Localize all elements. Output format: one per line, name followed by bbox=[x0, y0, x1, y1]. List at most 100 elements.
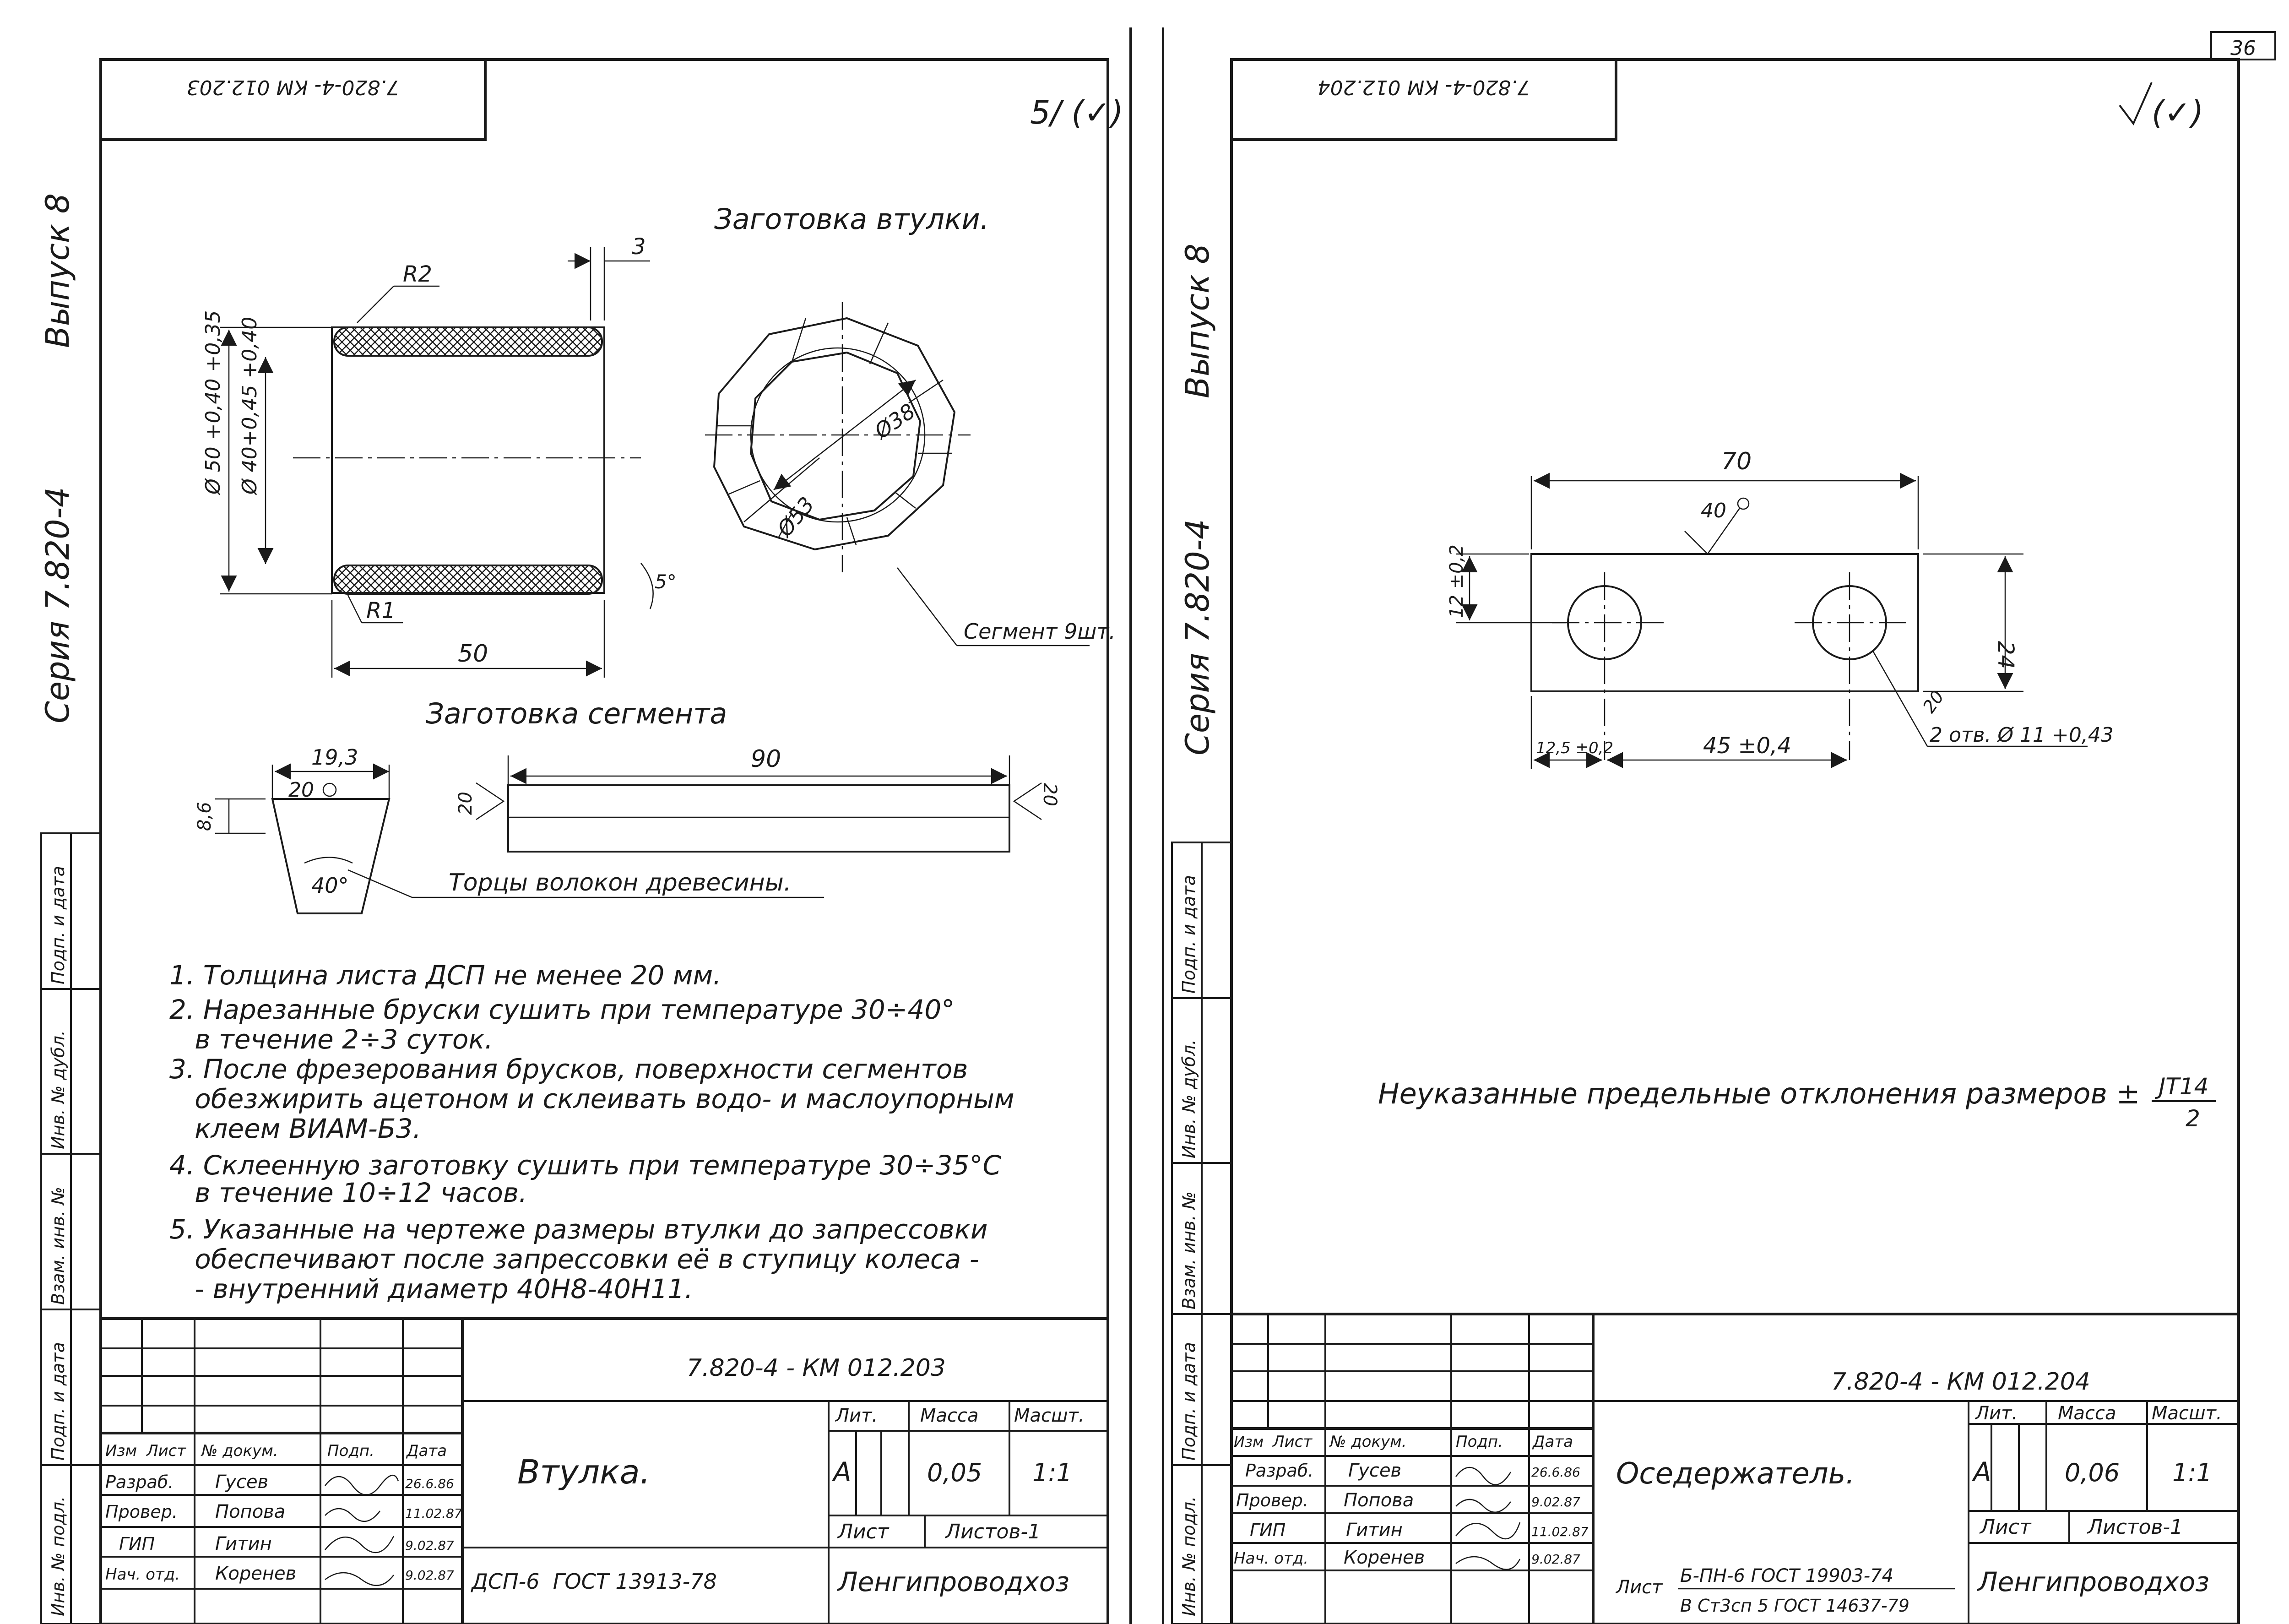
left-roughness: 5/ (✓) bbox=[1030, 94, 1123, 131]
right-side-label-4: Подп. и дата bbox=[1179, 1342, 1199, 1461]
segment-ring bbox=[705, 302, 971, 572]
tb-header: Подп. bbox=[1456, 1433, 1503, 1451]
right-side-label-2: Инв. № дубл. bbox=[1179, 1039, 1199, 1158]
left-side-label-2: Инв. № дубл. bbox=[48, 1030, 68, 1149]
tb-header: Изм bbox=[105, 1442, 137, 1460]
hatch-bottom bbox=[333, 565, 603, 595]
right-sheet: 7.820-4- КМ 012.204 (✓) Выпуск 8 Серия 7… bbox=[1171, 58, 2240, 1624]
right-side-label-1: Подп. и дата bbox=[1179, 875, 1199, 994]
tb-date: 26.6.86 bbox=[1531, 1465, 1580, 1480]
tb-role: Разраб. bbox=[105, 1472, 174, 1492]
right-part-name: Оседержатель. bbox=[1616, 1457, 1855, 1491]
left-side-label-3: Взам. инв. № bbox=[48, 1187, 68, 1305]
tb-role: ГИП bbox=[1250, 1520, 1286, 1540]
tolerance-note: Неуказанные предельные отклонения размер… bbox=[1378, 1077, 2140, 1110]
dim-len90: 90 bbox=[751, 745, 781, 773]
dim-seg-r: 20 bbox=[288, 778, 314, 802]
tb-scale: 1:1 bbox=[1032, 1458, 1072, 1487]
dim-d125: 12,5 ±0,2 bbox=[1536, 739, 1613, 757]
dim-d40: Ø 40+0,45 +0,40 bbox=[238, 317, 261, 495]
tb-name: Попова bbox=[215, 1501, 285, 1522]
right-material-prefix: Лист bbox=[1615, 1577, 1663, 1598]
tb-sheets-header: Листов-1 bbox=[2087, 1515, 2183, 1539]
left-view-title-2: Заготовка сегмента bbox=[426, 697, 727, 730]
tb-role: Провер. bbox=[1236, 1490, 1308, 1510]
tb-scale-header: Масшт. bbox=[2152, 1403, 2222, 1424]
tb-mass-header: Масса bbox=[920, 1405, 979, 1426]
tb-date: 9.02.87 bbox=[405, 1538, 454, 1553]
left-side-label-5: Инв. № подл. bbox=[48, 1496, 68, 1616]
tb-name: Гитин bbox=[215, 1533, 272, 1554]
tb-header: Лист bbox=[146, 1442, 186, 1460]
right-doc-code: 7.820-4 - КМ 012.204 bbox=[1831, 1368, 2090, 1396]
tb-date: 11.02.87 bbox=[405, 1506, 462, 1521]
note-line: 1. Толщина листа ДСП не менее 20 мм. bbox=[169, 960, 721, 991]
tb-header: Дата bbox=[1532, 1433, 1573, 1451]
note-line: 3. После фрезерования брусков, поверхнос… bbox=[169, 1054, 968, 1085]
tb-header: № докум. bbox=[1329, 1433, 1407, 1451]
tolerance-num: JT14 bbox=[2155, 1073, 2209, 1100]
dim-seg-width: 19,3 bbox=[311, 745, 358, 770]
tb-header: Лист bbox=[1272, 1433, 1313, 1451]
left-part-name: Втулка. bbox=[517, 1453, 650, 1491]
tb-date: 9.02.87 bbox=[1531, 1494, 1580, 1510]
tb-mass: 0,05 bbox=[927, 1458, 982, 1487]
left-doc-code: 7.820-4 - КМ 012.203 bbox=[687, 1354, 946, 1382]
tb-scale-header: Масшт. bbox=[1014, 1405, 1085, 1426]
dim-len70: 70 bbox=[1721, 448, 1752, 475]
dim-fifty: 50 bbox=[458, 640, 488, 668]
tb-sheet-header: Лист bbox=[1979, 1515, 2032, 1539]
tb-header: Изм bbox=[1234, 1433, 1264, 1450]
note-line: 5. Указанные на чертеже размеры втулки д… bbox=[169, 1214, 988, 1245]
tb-sheet-header: Лист bbox=[837, 1520, 890, 1543]
tb-role: ГИП bbox=[119, 1534, 155, 1554]
tolerance-den: 2 bbox=[2186, 1105, 2200, 1132]
left-side-issue: Выпуск 8 bbox=[39, 193, 76, 348]
dim-rough40: 40 bbox=[1701, 499, 1726, 522]
left-view-title-1: Заготовка втулки. bbox=[714, 202, 989, 236]
dim-holes: 2 отв. Ø 11 +0,43 bbox=[1930, 723, 2114, 747]
dim-three: 3 bbox=[632, 234, 646, 260]
tb-lit: А bbox=[831, 1456, 852, 1488]
right-side-issue: Выпуск 8 bbox=[1179, 244, 1216, 398]
tb-role: Нач. отд. bbox=[105, 1565, 180, 1584]
dim-r1: R1 bbox=[366, 598, 396, 624]
right-stamp-code: 7.820-4- КМ 012.204 bbox=[1318, 76, 1530, 99]
dim-end20a: 20 bbox=[455, 792, 476, 815]
tb-header: № докум. bbox=[201, 1442, 278, 1460]
right-roughness: (✓) bbox=[2152, 94, 2203, 131]
note-line: обеспечивают после запрессовки её в ступ… bbox=[169, 1244, 979, 1275]
left-material: ДСП-6 ГОСТ 13913-78 bbox=[471, 1569, 717, 1594]
segment-count: Сегмент 9шт. bbox=[964, 619, 1116, 644]
right-side-label-3: Взам. инв. № bbox=[1179, 1191, 1199, 1309]
page-number: 36 bbox=[2230, 37, 2256, 60]
dim-angle5: 5° bbox=[655, 570, 677, 593]
tb-role: Нач. отд. bbox=[1234, 1549, 1308, 1568]
note-line: 4. Склеенную заготовку сушить при темпер… bbox=[169, 1150, 1001, 1181]
tb-header: Подп. bbox=[327, 1442, 374, 1460]
left-stamp-code: 7.820-4- КМ 012.203 bbox=[187, 76, 400, 99]
dim-end20b: 20 bbox=[1039, 783, 1060, 806]
dim-h24: 24 bbox=[1993, 641, 2018, 669]
note-line: клеем ВИАМ-Б3. bbox=[169, 1113, 421, 1144]
tb-name: Коренев bbox=[215, 1563, 296, 1584]
tb-name: Попова bbox=[1344, 1490, 1414, 1511]
dim-d50: Ø 50 +0,40 +0,35 bbox=[201, 310, 225, 495]
tb-date: 9.02.87 bbox=[405, 1568, 454, 1583]
dim-seg-h: 8,6 bbox=[194, 802, 215, 831]
left-title-block: 7.820-4 - КМ 012.203 Изм Лист № докум. П… bbox=[99, 1317, 1109, 1624]
right-side-label-5: Инв. № подл. bbox=[1179, 1496, 1199, 1616]
tb-name: Коренев bbox=[1344, 1547, 1425, 1568]
tb-date: 26.6.86 bbox=[405, 1476, 454, 1491]
note-line: обезжирить ацетоном и склеивать водо- и … bbox=[169, 1083, 1014, 1114]
tb-role: Разраб. bbox=[1245, 1461, 1313, 1481]
dim-seg-angle: 40° bbox=[311, 873, 349, 898]
tb-mass-header: Масса bbox=[2058, 1403, 2116, 1424]
hatch-top bbox=[333, 326, 603, 357]
note-line: в течение 10÷12 часов. bbox=[169, 1177, 527, 1208]
tb-lit-header: Лит. bbox=[835, 1405, 878, 1426]
left-side-label-4: Подп. и дата bbox=[48, 1342, 68, 1461]
right-material-2: В Ст3сп 5 ГОСТ 14637-79 bbox=[1680, 1596, 1909, 1616]
right-org: Ленгипроводхоз bbox=[1977, 1566, 2209, 1597]
